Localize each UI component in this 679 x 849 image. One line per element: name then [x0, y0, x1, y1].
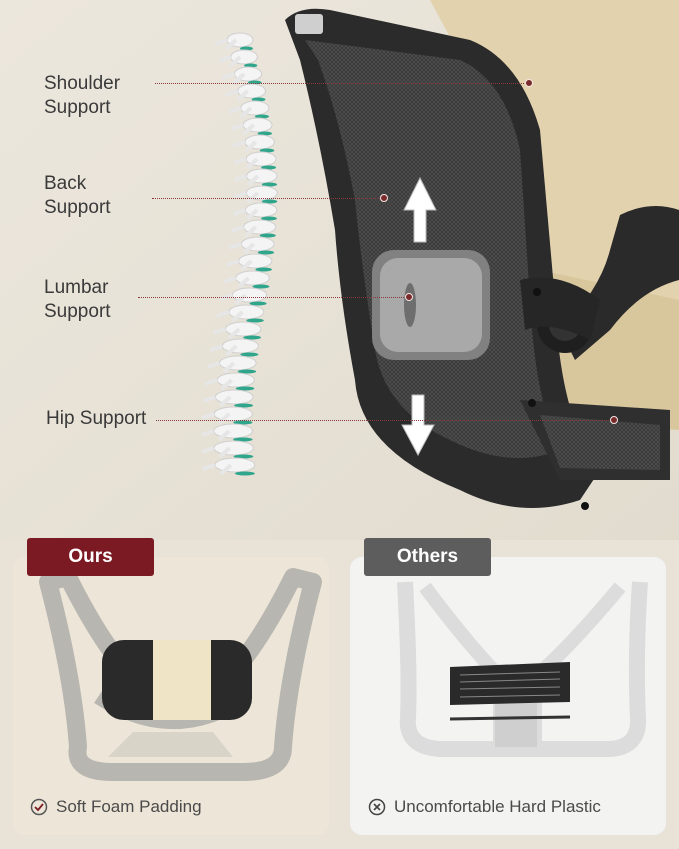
vertebra-process: [216, 310, 244, 323]
check-circle-icon: [30, 798, 48, 816]
spinal-disc: [257, 131, 272, 136]
shoulder-point: [525, 79, 533, 87]
vertebra-process: [232, 140, 258, 153]
vertebra-process: [202, 395, 232, 408]
shoulder-leader: [155, 83, 528, 84]
spinal-disc: [243, 335, 262, 340]
spinal-disc: [261, 216, 277, 221]
chair-illustration: [0, 0, 679, 540]
spinal-disc: [261, 199, 278, 204]
others-tag: Others: [364, 538, 491, 576]
lumbar-leader: [138, 297, 408, 298]
spinal-disc: [252, 284, 270, 289]
spinal-disc: [233, 454, 254, 459]
spinal-disc: [251, 97, 266, 102]
vertebra-process: [230, 225, 258, 238]
ours-panel: [13, 557, 329, 835]
vertebra-process: [201, 446, 231, 459]
vertebra-process: [222, 276, 250, 289]
back-support-label: Back Support: [44, 173, 111, 218]
hip-leader: [156, 420, 613, 421]
vertebra-process: [233, 174, 260, 187]
vertebra-process: [233, 157, 259, 170]
spinal-disc: [240, 46, 253, 51]
shoulder-support-label: Shoulder Support: [44, 73, 121, 118]
hip-support-label: Hip Support: [46, 408, 147, 429]
vertebra-process: [221, 72, 246, 85]
spinal-disc: [257, 250, 275, 255]
vertebra: [214, 389, 254, 405]
spinal-disc: [233, 420, 253, 425]
vertebra-process: [202, 463, 233, 476]
vertebra-process: [233, 191, 260, 204]
spinal-disc: [261, 165, 277, 170]
spinal-disc: [254, 114, 270, 119]
spine-illustration: [201, 32, 278, 476]
vertebra: [213, 406, 253, 422]
vertebra-process: [218, 55, 242, 68]
vertebra-process: [228, 242, 256, 255]
vertebra-process: [204, 378, 234, 391]
spinal-disc: [235, 386, 255, 391]
others-caption-text: Uncomfortable Hard Plastic: [394, 797, 601, 816]
vertebra-process: [201, 412, 231, 425]
lumbar-point: [405, 293, 413, 301]
vertebra-process: [225, 89, 249, 102]
spinal-disc: [259, 233, 276, 238]
vertebra-process: [201, 429, 231, 442]
spinal-disc: [259, 148, 275, 153]
others-panel: [350, 557, 666, 835]
vertebra-process: [232, 208, 259, 221]
spinal-disc: [249, 301, 267, 306]
others-caption: Uncomfortable Hard Plastic: [368, 797, 601, 817]
vertebra: [213, 440, 254, 456]
spinal-disc: [261, 182, 278, 187]
vertebra: [213, 423, 254, 439]
spinal-disc: [233, 437, 253, 442]
foam-lumbar-illustration: [39, 568, 322, 781]
vertebra-process: [230, 123, 255, 136]
back-point: [380, 194, 388, 202]
vertebra-process: [212, 327, 241, 340]
plastic-lumbar-illustration: [397, 581, 648, 757]
vertebra-process: [226, 259, 253, 272]
back-leader: [152, 198, 384, 199]
ours-tag: Ours: [27, 538, 154, 576]
ours-caption-text: Soft Foam Padding: [56, 797, 202, 816]
spinal-disc: [234, 403, 254, 408]
ours-caption: Soft Foam Padding: [30, 797, 202, 817]
spinal-disc: [244, 63, 258, 68]
vertebra: [221, 338, 259, 354]
lumbar-support-label: Lumbar Support: [44, 277, 111, 322]
spinal-disc: [240, 352, 259, 357]
x-circle-icon: [368, 798, 386, 816]
spinal-disc: [246, 318, 264, 323]
vertebra: [219, 355, 257, 371]
vertebra: [214, 457, 256, 473]
vertebra-process: [214, 38, 238, 51]
vertebra: [216, 372, 255, 388]
vertebra-process: [206, 361, 236, 374]
vertebra-process: [209, 344, 238, 357]
spinal-disc: [255, 267, 272, 272]
spinal-disc: [237, 369, 257, 374]
vertebra-process: [228, 106, 253, 119]
spinal-disc: [234, 471, 255, 476]
hip-point: [610, 416, 618, 424]
